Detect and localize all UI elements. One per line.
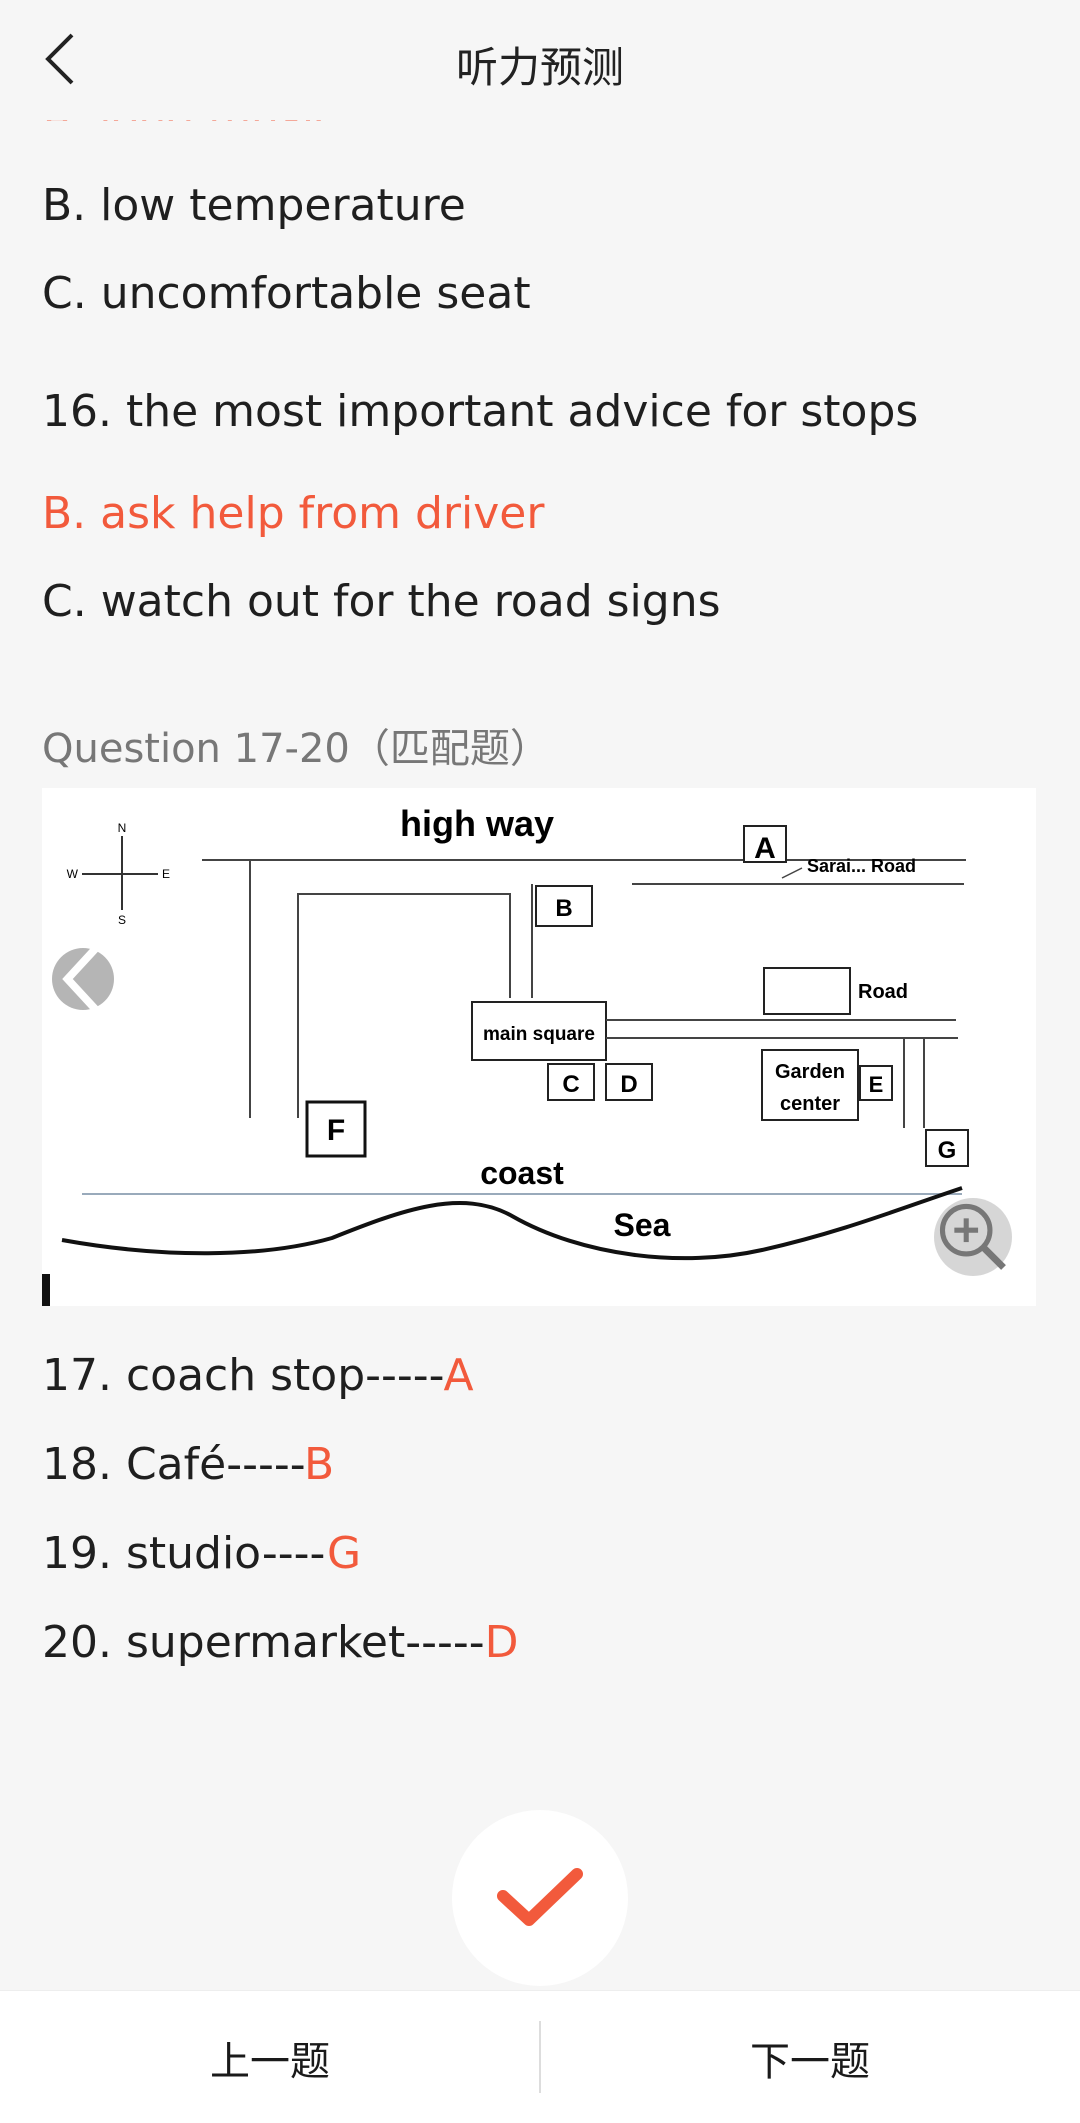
map-label-g: G: [938, 1137, 957, 1164]
nav-divider: [539, 2021, 541, 2093]
compass-s: S: [118, 913, 126, 927]
question-16: 16. the most important advice for stops: [42, 386, 919, 437]
compass-e: E: [162, 867, 170, 881]
answer-letter: D: [484, 1617, 519, 1668]
label-highway: high way: [400, 803, 554, 844]
answer-row-17: 17. coach stop-----A: [42, 1350, 474, 1401]
map-prev-button[interactable]: [52, 942, 114, 1016]
answer-letter: G: [327, 1528, 362, 1579]
map-label-b: B: [555, 895, 572, 922]
answer-letter: B: [304, 1439, 335, 1490]
answer-row-18: 18. Café-----B: [42, 1439, 334, 1490]
prev-question-button[interactable]: 上一题: [210, 2038, 330, 2085]
bottom-nav: 上一题 下一题: [0, 1990, 1080, 2123]
main-square-label: main square: [483, 1024, 595, 1045]
map-label-a: A: [754, 832, 776, 865]
answer-text: 18. Café-----: [42, 1439, 305, 1490]
option-16-b: B. ask help from driver: [42, 488, 545, 539]
answer-text: 20. supermarket-----: [42, 1617, 485, 1668]
zoom-in-icon: [939, 1203, 1006, 1270]
map-drawing: N S W E high way A Sarai... Road B Road …: [42, 803, 969, 1306]
coast-label: coast: [480, 1155, 564, 1191]
answer-letter: A: [443, 1350, 474, 1401]
road-label: Road: [858, 981, 908, 1003]
option-16-c: C. watch out for the road signs: [42, 576, 721, 627]
chevron-left-icon: [45, 33, 74, 85]
garden-label-2: center: [780, 1093, 840, 1115]
section-heading: Question 17-20（匹配题）: [42, 726, 550, 772]
page-title: 听力预测: [455, 43, 624, 92]
answer-text: 19. studio----: [42, 1528, 328, 1579]
garden-label-1: Garden: [775, 1061, 845, 1083]
check-icon: [497, 1868, 583, 1926]
map-label-c: C: [562, 1071, 579, 1098]
compass-n: N: [118, 821, 127, 835]
back-button[interactable]: [30, 24, 90, 94]
option-15-c: C. uncomfortable seat: [42, 268, 531, 319]
road-sarai: Sarai... Road: [807, 856, 916, 876]
sea-label: Sea: [614, 1207, 671, 1243]
app-header: 听力预测: [0, 0, 1080, 120]
answer-row-19: 19. studio----G: [42, 1528, 361, 1579]
map-label-e: E: [869, 1072, 884, 1097]
submit-check-button[interactable]: [452, 1810, 628, 1986]
answer-row-20: 20. supermarket-----D: [42, 1617, 519, 1668]
map-label-f: F: [327, 1114, 345, 1147]
option-15-b: B. low temperature: [42, 180, 466, 231]
map-label-d: D: [620, 1071, 637, 1098]
map-image[interactable]: N S W E high way A Sarai... Road B Road …: [42, 788, 1036, 1306]
next-question-button[interactable]: 下一题: [750, 2038, 870, 2085]
zoom-button[interactable]: [934, 1198, 1012, 1276]
compass-w: W: [67, 867, 79, 881]
answer-text: 17. coach stop-----: [42, 1350, 444, 1401]
chevron-left-icon: [62, 942, 102, 1016]
